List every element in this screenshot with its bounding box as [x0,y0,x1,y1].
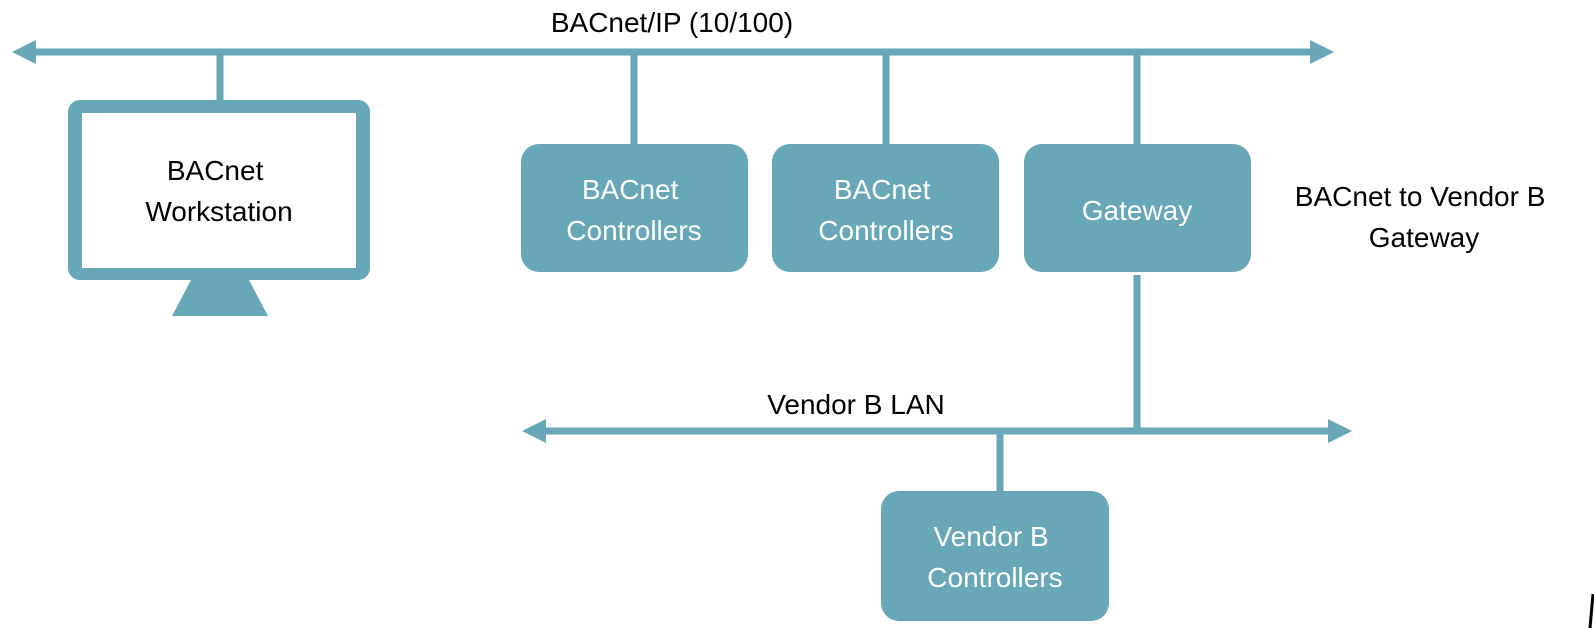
controllers-2-label-line1: BACnet [834,174,931,205]
gateway-note: BACnet to Vendor B Gateway [1295,181,1553,253]
bacnet-ip-label: BACnet/IP (10/100) [551,7,793,38]
monitor-icon [68,100,370,316]
vendor-b-lan-right-arrowhead [1328,419,1352,443]
monitor-screen [82,113,356,268]
controllers-1-label: BACnet Controllers [566,174,701,246]
controllers-2-label-line2: Controllers [818,215,953,246]
gateway-label: Gateway [1082,195,1193,226]
controllers-1-label-line2: Controllers [566,215,701,246]
workstation-label: BACnet Workstation [145,155,292,227]
workstation-label-line1: BACnet [167,155,264,186]
vendor-b-controllers-label: Vendor B Controllers [927,521,1062,593]
controllers-1-box [521,144,748,272]
vendor-b-lan-label: Vendor B LAN [767,389,944,420]
vendor-b-controllers-label-line2: Controllers [927,562,1062,593]
bacnet-ip-bus [12,40,1334,64]
bacnet-ip-right-arrowhead [1310,40,1334,64]
vendor-b-lan-bus [522,419,1352,443]
gateway-note-line1: BACnet to Vendor B [1295,181,1546,212]
vendor-b-lan-left-arrowhead [522,419,546,443]
monitor-stand [172,280,268,316]
bacnet-ip-left-arrowhead [12,40,36,64]
controllers-2-box [772,144,999,272]
gateway-note-line2: Gateway [1369,222,1480,253]
workstation-label-line2: Workstation [145,196,292,227]
edge-mark [1588,593,1594,628]
controllers-1-label-line1: BACnet [582,174,679,205]
gateway-box [1024,144,1251,272]
vendor-b-controllers-box [881,491,1109,621]
controllers-2-label: BACnet Controllers [818,174,953,246]
vendor-b-controllers-label-line1: Vendor B [934,521,1049,552]
